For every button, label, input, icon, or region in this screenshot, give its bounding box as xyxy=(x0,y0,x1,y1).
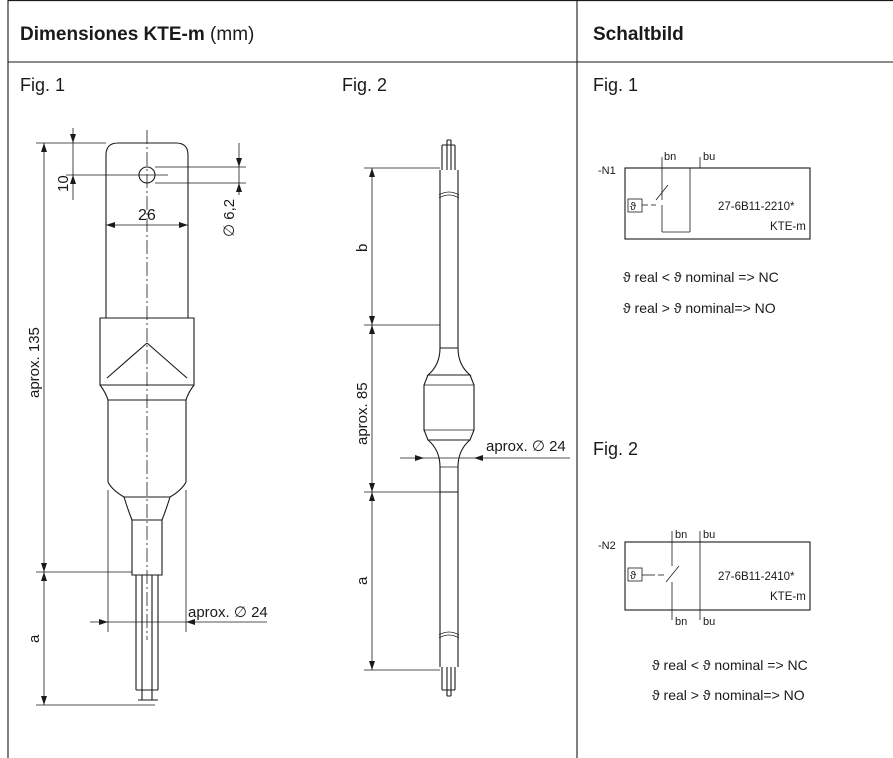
fig2-dim-a: a xyxy=(354,576,371,585)
schematic2-label-bu-bottom: bu xyxy=(703,616,715,628)
fig1-dim-hole-diameter: ∅ 6,2 xyxy=(221,199,238,237)
schematic1-logic-nc: ϑ real < ϑ nominal => NC xyxy=(623,269,779,285)
fig1-arrow xyxy=(41,143,47,152)
schematic1-label-bu: bu xyxy=(703,151,715,163)
fig1-arrow xyxy=(186,619,195,625)
schematic1-label-bn: bn xyxy=(664,151,676,163)
left-fig2-label: Fig. 2 xyxy=(342,75,388,95)
fig2-bottom-caps xyxy=(442,689,455,697)
schematic2-logic-nc: ϑ real < ϑ nominal => NC xyxy=(652,657,808,673)
fig1-sensor-drawing: 10 26 ∅ 6,2 aprox. 135 aprox. ∅ 24 a xyxy=(26,128,268,706)
schematic-title: Schaltbild xyxy=(593,24,684,46)
fig2-arrow xyxy=(369,168,375,177)
fig1-arrow xyxy=(179,222,188,228)
fig1-dim-a: a xyxy=(26,634,43,643)
fig1-arrow xyxy=(236,183,242,192)
fig1-body xyxy=(107,400,187,498)
schematic2-box xyxy=(624,541,811,611)
fig1-cone xyxy=(106,342,188,379)
fig2-arrow xyxy=(369,661,375,670)
fig1-arrow xyxy=(106,222,115,228)
fig2-upper-sleeve xyxy=(439,325,459,349)
fig1-arrow xyxy=(70,175,76,184)
schematic-fig1: ϑ -N1 bn bu 27-6B11-2210* KTE-m xyxy=(598,151,811,240)
fig2-top-wire-ends xyxy=(441,140,456,170)
fig2-sensor-drawing: b aprox. 85 aprox. ∅ 24 a xyxy=(354,139,570,697)
fig2-lower-break xyxy=(438,631,460,639)
schematic2-label-bn-top: bn xyxy=(675,529,687,541)
fig1-shoulder xyxy=(99,384,195,401)
fig2-body xyxy=(423,374,475,441)
svg-text:ϑ: ϑ xyxy=(630,570,636,582)
fig2-lower-sleeve xyxy=(439,467,459,493)
left-fig1-label: Fig. 1 xyxy=(20,75,66,95)
schematic2-label-bu-top: bu xyxy=(703,529,715,541)
schematic2-switch xyxy=(665,565,680,583)
fig2-lower-neck xyxy=(427,439,471,468)
fig2-arrow xyxy=(415,455,424,461)
schematic1-switch xyxy=(655,184,669,201)
fig2-arrow xyxy=(369,325,375,334)
right-fig1-label: Fig. 1 xyxy=(593,75,639,95)
fig2-arrow xyxy=(369,492,375,501)
thermo-icon xyxy=(627,567,643,582)
fig1-arrow xyxy=(99,619,108,625)
schematic-title-text: Schaltbild xyxy=(593,24,684,45)
schematic2-logic-no: ϑ real > ϑ nominal=> NO xyxy=(652,687,805,703)
fig1-dim-cable-diameter: aprox. ∅ 24 xyxy=(188,604,268,621)
fig1-cable-sleeve xyxy=(131,520,163,576)
fig1-arrow xyxy=(41,572,47,581)
dimensions-title-bold: Dimensiones KTE-m xyxy=(20,24,205,45)
fig2-upper-neck xyxy=(426,347,472,376)
schematic2-model: KTE-m xyxy=(770,591,806,603)
fig1-dim-135: aprox. 135 xyxy=(26,327,43,398)
fig1-wire-ends xyxy=(136,689,158,701)
fig2-lower-cable xyxy=(439,492,459,667)
fig2-dim-b: b xyxy=(354,244,371,252)
fig2-upper-break xyxy=(438,191,460,199)
dimensions-title: Dimensiones KTE-m (mm) xyxy=(20,24,254,46)
fig1-arrow xyxy=(41,563,47,572)
fig2-arrow xyxy=(369,483,375,492)
fig1-arrow xyxy=(70,134,76,143)
fig1-dim-26: 26 xyxy=(138,207,156,224)
schematic2-ref: -N2 xyxy=(598,540,616,552)
right-fig2-label: Fig. 2 xyxy=(593,439,639,459)
schematic-fig2: ϑ -N2 bn bu bn bu 27-6B11-2410* KTE-m xyxy=(598,529,811,628)
schematic1-logic-no: ϑ real > ϑ nominal=> NO xyxy=(623,300,776,316)
schematic1-ref: -N1 xyxy=(598,165,616,177)
fig2-dim-diameter: aprox. ∅ 24 xyxy=(486,438,566,455)
fig2-arrow xyxy=(474,455,483,461)
thermo-icon xyxy=(627,198,643,213)
fig1-tab xyxy=(105,142,189,319)
schematic1-part-number: 27-6B11-2210* xyxy=(718,201,795,213)
schematic1-box xyxy=(624,167,811,240)
fig2-top-caps xyxy=(442,139,455,146)
fig2-dim-85: aprox. 85 xyxy=(354,382,371,445)
fig2-arrow xyxy=(369,316,375,325)
schematic2-part-number: 27-6B11-2410* xyxy=(718,571,795,583)
fig1-arrow xyxy=(236,158,242,167)
fig1-arrow xyxy=(41,696,47,705)
fig1-wires xyxy=(135,575,159,700)
fig2-bottom-wire-ends xyxy=(441,667,456,696)
fig1-dim-10: 10 xyxy=(55,175,72,192)
schematic2-label-bn-bottom: bn xyxy=(675,616,687,628)
fig1-neck xyxy=(123,496,171,521)
svg-text:ϑ: ϑ xyxy=(630,201,636,213)
schematic1-model: KTE-m xyxy=(770,221,806,233)
dimensions-title-unit: (mm) xyxy=(210,24,255,45)
fig2-upper-cable xyxy=(439,170,459,325)
